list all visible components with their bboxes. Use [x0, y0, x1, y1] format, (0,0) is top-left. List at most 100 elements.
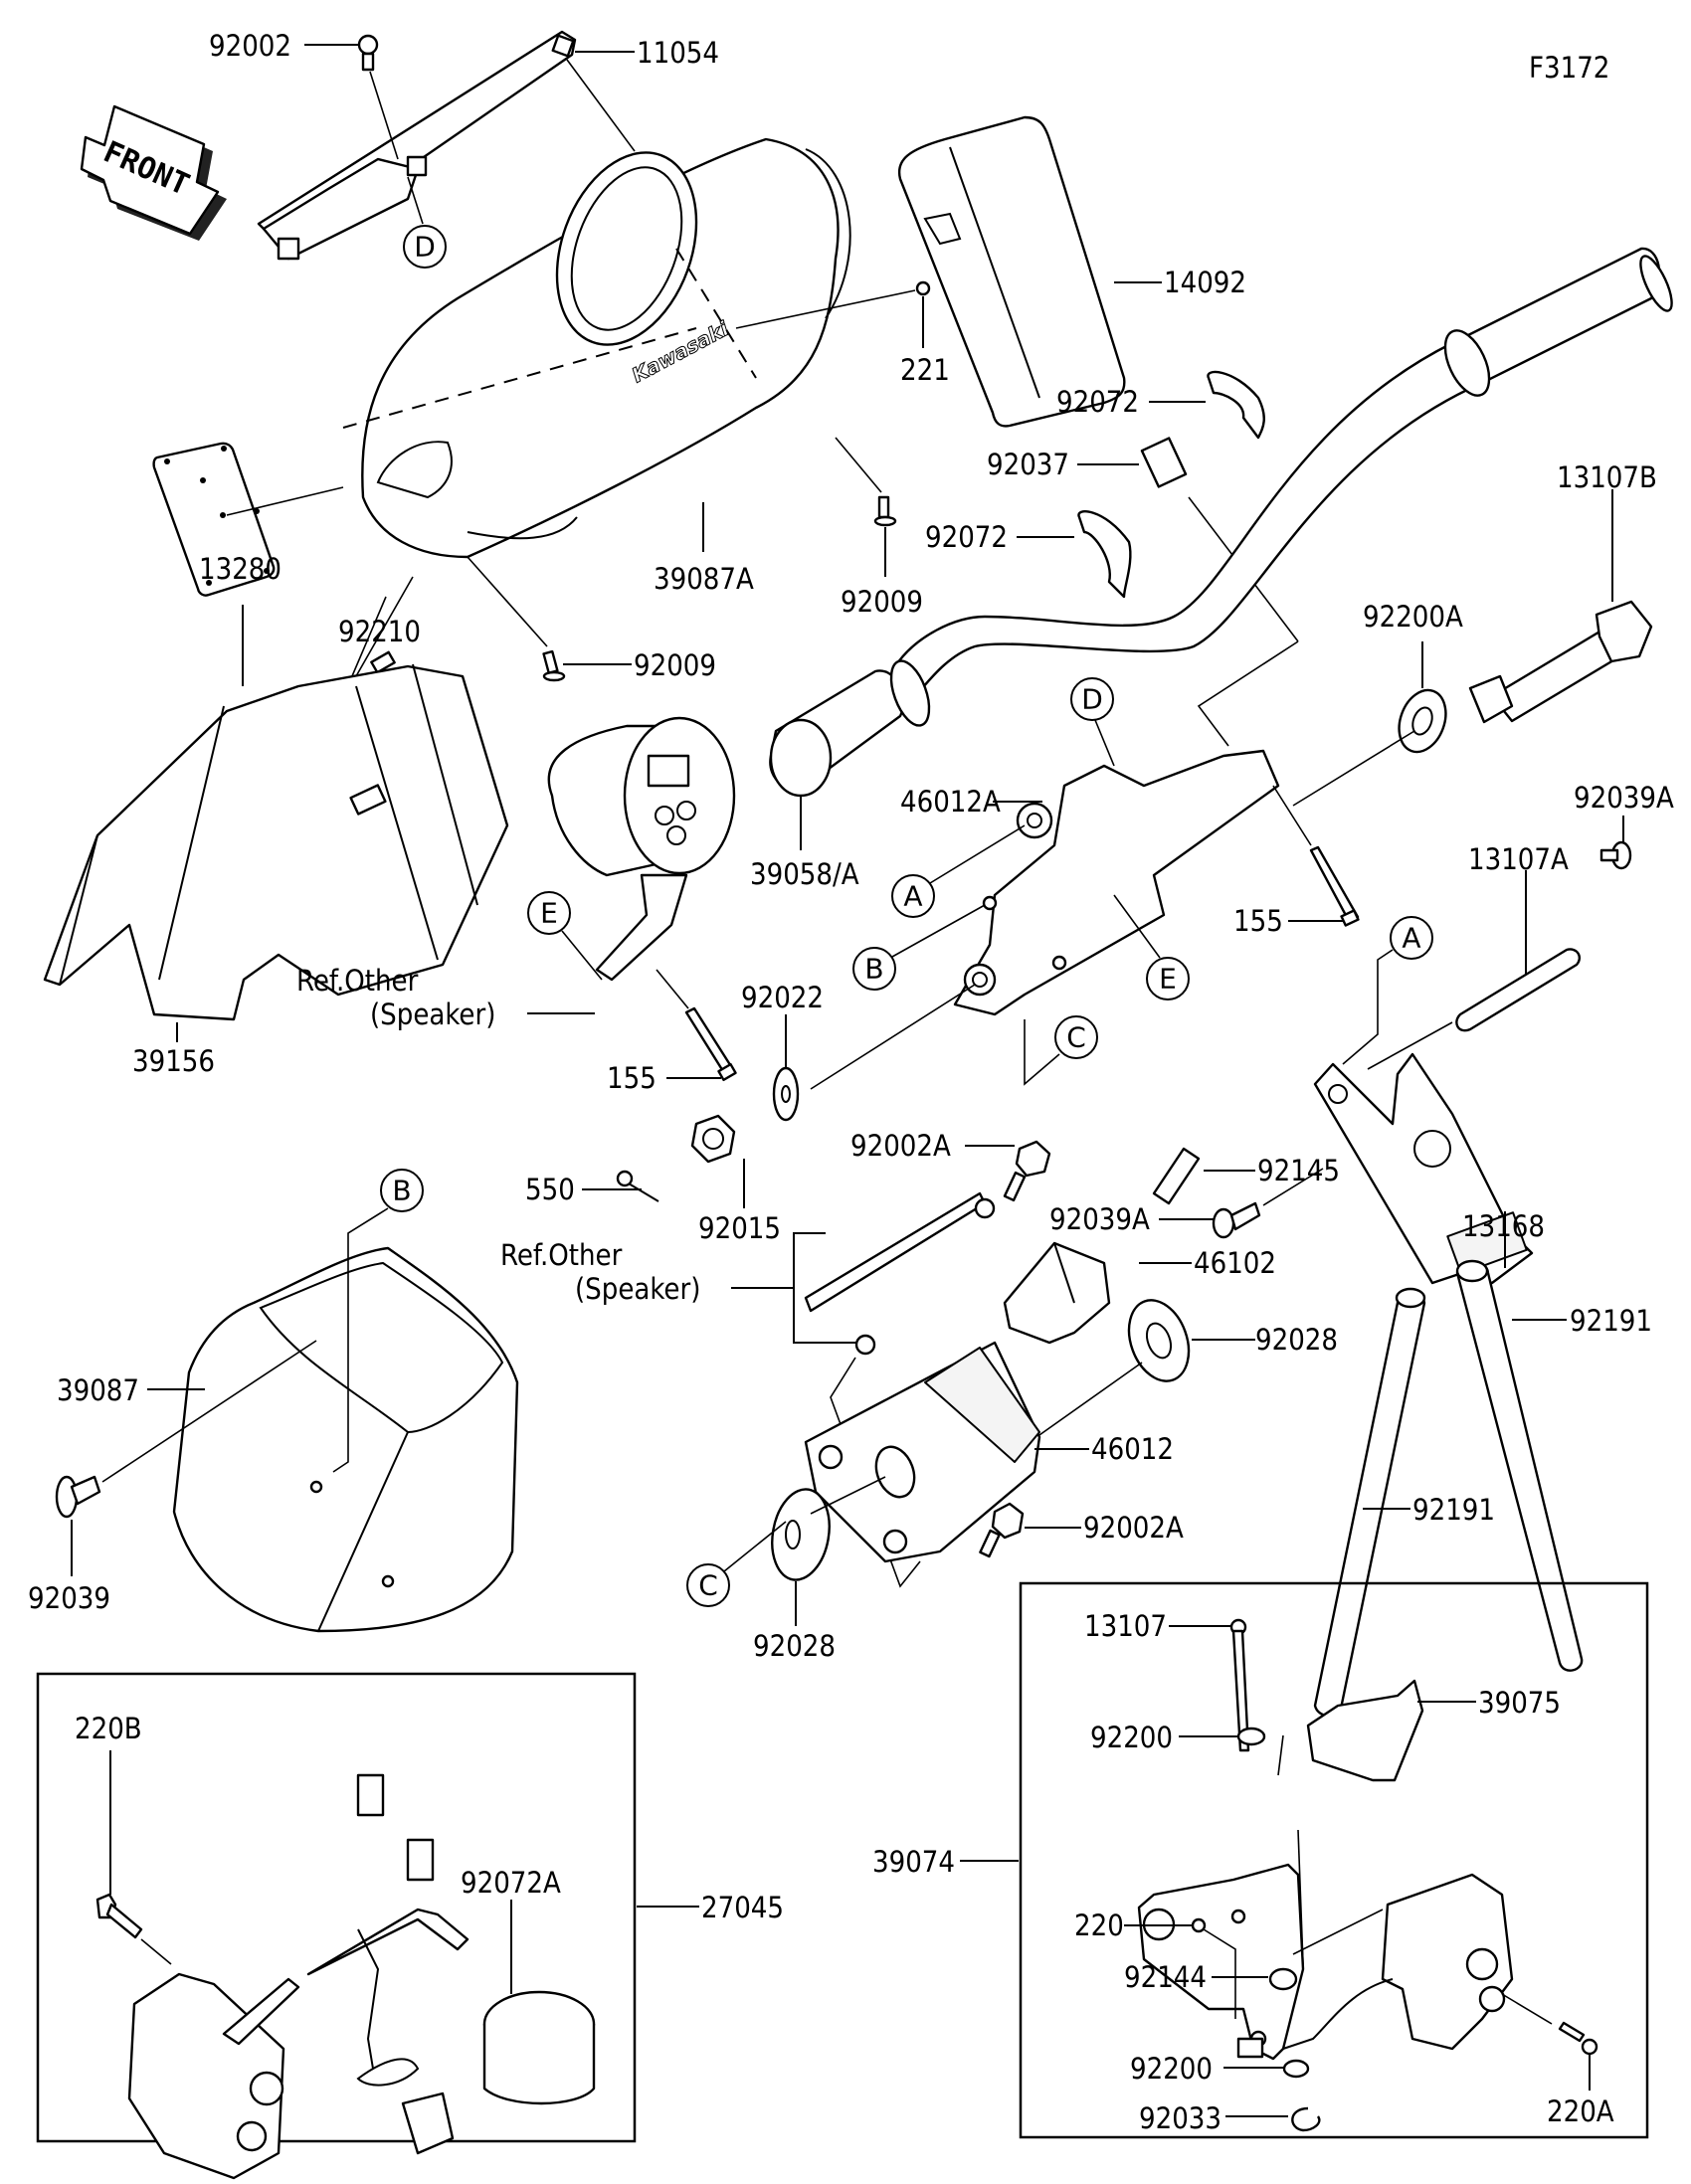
part-lanyard-switch	[127, 1773, 470, 2180]
callout-b-2-label: B	[392, 1175, 411, 1207]
label-92200-b: 92200	[1130, 2052, 1213, 2086]
label-221: 221	[900, 353, 950, 387]
part-39087A-upper-cover: Kawasaki	[342, 137, 851, 559]
figure-code: F3172	[1529, 51, 1609, 85]
label-39074: 39074	[872, 1845, 955, 1879]
label-92072-a: 92072	[1056, 385, 1139, 419]
callout-b	[852, 947, 896, 991]
part-155-bolt-a	[684, 1006, 737, 1082]
callout-c-2-label: C	[698, 1569, 718, 1602]
label-92039A-top: 92039A	[1574, 781, 1674, 815]
part-handlebar	[769, 247, 1673, 798]
part-13107-pin	[1229, 1618, 1250, 1752]
part-13107B-bolt	[1468, 600, 1653, 724]
label-92022: 92022	[741, 981, 824, 1014]
callout-d	[403, 225, 447, 269]
part-92072-tie-a	[1207, 370, 1265, 440]
callout-a-label: A	[903, 880, 922, 913]
part-92015-nut	[690, 1114, 736, 1164]
part-11054-bracket	[257, 30, 577, 261]
part-speaker-rod	[804, 1191, 996, 1356]
label-92002: 92002	[209, 29, 291, 63]
label-155-a: 155	[607, 1061, 657, 1095]
callout-a-2-label: A	[1402, 922, 1420, 955]
label-39156: 39156	[132, 1044, 215, 1078]
label-550: 550	[525, 1173, 575, 1206]
label-220A: 220A	[1547, 2094, 1614, 2128]
part-550-cotter-pin	[616, 1170, 659, 1202]
part-39075-cover	[1306, 1679, 1424, 1782]
label-92028-a: 92028	[1255, 1323, 1338, 1357]
part-92002-bolt	[357, 34, 379, 72]
callout-b-2	[380, 1169, 424, 1212]
label-13107A: 13107A	[1468, 842, 1569, 876]
part-92039A-pin-mid	[1212, 1201, 1261, 1239]
label-92002A-b: 92002A	[1083, 1511, 1184, 1545]
part-92072A-lanyard	[356, 1928, 596, 2155]
callout-c-label: C	[1066, 1021, 1086, 1054]
callout-c-2	[686, 1563, 730, 1607]
callout-b-label: B	[864, 953, 883, 986]
label-39087A: 39087A	[654, 562, 754, 596]
label-92028-b: 92028	[753, 1629, 836, 1663]
part-14092-pad	[897, 115, 1126, 428]
label-13107: 13107	[1084, 1609, 1167, 1643]
part-throttle-lever	[1236, 1873, 1514, 2059]
label-39075: 39075	[1478, 1686, 1561, 1720]
label-46012A: 46012A	[900, 785, 1001, 819]
label-46102: 46102	[1194, 1246, 1276, 1280]
callout-c	[1054, 1015, 1098, 1059]
label-220: 220	[1074, 1909, 1124, 1942]
callout-e-2-label: E	[540, 897, 558, 930]
part-46012-housing	[804, 1341, 1041, 1563]
part-155-bolt-b	[1309, 845, 1360, 927]
ref-note-1-line1: Ref.Other	[296, 964, 419, 998]
part-220A-screw	[1558, 2021, 1598, 2056]
label-39087: 39087	[57, 1373, 139, 1407]
label-92039A-mid: 92039A	[1049, 1202, 1150, 1236]
label-92145: 92145	[1257, 1154, 1340, 1187]
label-39058A: 39058/A	[750, 857, 859, 891]
callout-d-label: D	[414, 231, 436, 264]
part-92033-circlip	[1291, 2106, 1321, 2132]
kit-box-39074	[1019, 1581, 1649, 2139]
callout-a	[891, 874, 935, 918]
part-92002A-bolt-a	[1003, 1140, 1051, 1202]
part-92009-screw-a	[873, 495, 897, 527]
label-92200-a: 92200	[1090, 1721, 1173, 1754]
callout-e	[1146, 957, 1190, 1001]
label-92039: 92039	[28, 1581, 110, 1615]
part-39087-lower-cover	[172, 1246, 519, 1633]
label-92009-b: 92009	[634, 648, 716, 682]
label-92033: 92033	[1139, 2101, 1221, 2135]
part-220-screw	[1191, 1917, 1207, 1933]
ref-note-2-line1: Ref.Other	[500, 1238, 623, 1272]
label-92015: 92015	[698, 1211, 781, 1245]
label-155-b: 155	[1233, 904, 1283, 938]
label-14092: 14092	[1164, 266, 1246, 299]
label-92009-a: 92009	[841, 585, 923, 619]
ref-note-2-line2: (Speaker)	[575, 1272, 700, 1306]
part-92037-clamp	[1140, 437, 1188, 488]
front-arrow-icon: FRONT	[80, 104, 227, 241]
kit-box-27045	[36, 1672, 637, 2143]
part-92144-spring	[1268, 1967, 1298, 1991]
part-220B-screw	[95, 1893, 143, 1939]
label-92210: 92210	[338, 615, 421, 648]
part-92039A-pin-top	[1599, 840, 1632, 870]
callout-d-2-label: D	[1081, 683, 1103, 716]
label-92072A: 92072A	[461, 1866, 561, 1900]
part-46102-block	[1003, 1241, 1111, 1345]
part-92022-washer	[772, 1066, 800, 1122]
part-46012A-bracket	[953, 749, 1280, 1016]
ref-note-1-line2: (Speaker)	[370, 998, 495, 1031]
label-11054: 11054	[637, 36, 719, 70]
label-92191-a: 92191	[1570, 1304, 1652, 1338]
callout-a-2	[1390, 916, 1433, 960]
label-92002A-a: 92002A	[850, 1129, 951, 1163]
label-13168: 13168	[1462, 1209, 1545, 1243]
label-220B: 220B	[75, 1712, 142, 1745]
label-13107B: 13107B	[1557, 460, 1657, 494]
label-13280: 13280	[199, 552, 282, 586]
part-39156-cover	[43, 663, 509, 1021]
